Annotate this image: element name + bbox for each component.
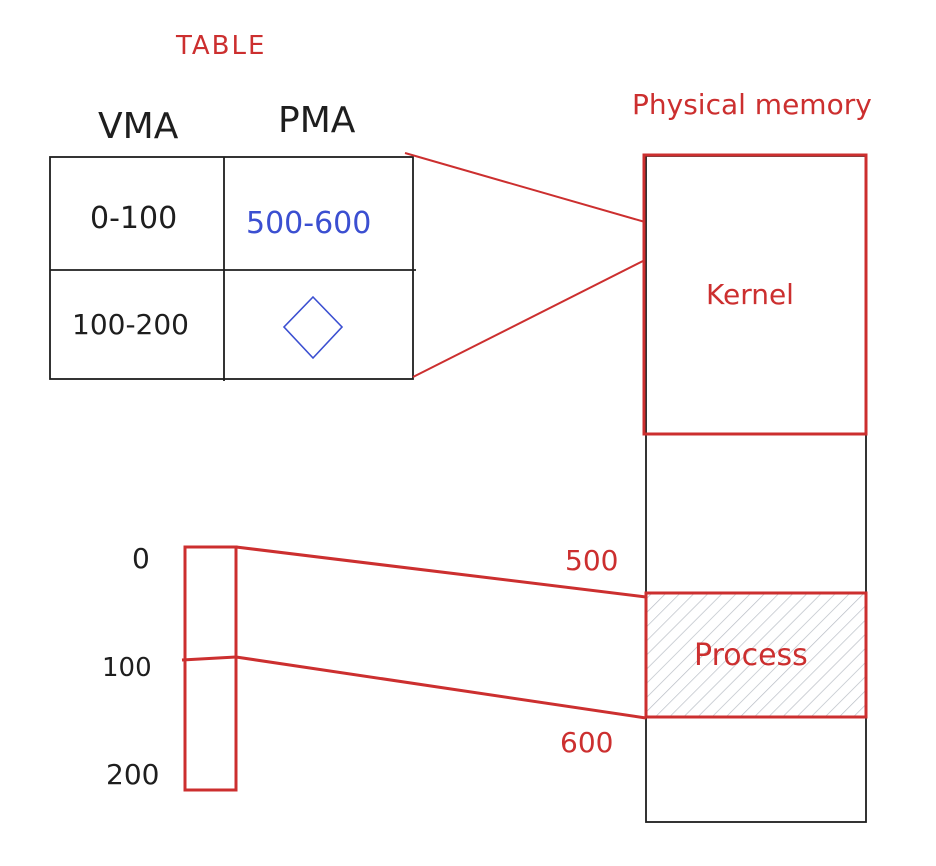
table-header-vma: VMA bbox=[98, 106, 179, 147]
table-title: TABLE bbox=[175, 31, 266, 61]
kernel-region bbox=[642, 153, 868, 436]
process-label: Process bbox=[694, 638, 808, 673]
mapping-table bbox=[49, 156, 416, 381]
table-header-pma: PMA bbox=[278, 100, 356, 141]
marker-500: 500 bbox=[565, 544, 618, 577]
table-cell-vma-row1: 0-100 bbox=[90, 201, 177, 236]
physical-memory-title: Physical memory bbox=[632, 88, 872, 121]
diamond-icon bbox=[282, 295, 344, 360]
kernel-label: Kernel bbox=[706, 278, 794, 311]
virtual-to-process-lines bbox=[235, 545, 647, 720]
physical-memory-column bbox=[642, 153, 868, 823]
virtual-tick-0: 0 bbox=[132, 542, 150, 575]
marker-600: 600 bbox=[560, 726, 613, 759]
table-to-kernel-lines bbox=[404, 152, 646, 378]
virtual-tick-200: 200 bbox=[106, 758, 159, 791]
table-cell-pma-row1: 500-600 bbox=[246, 206, 371, 241]
virtual-memory-bar bbox=[181, 545, 238, 792]
virtual-tick-100: 100 bbox=[102, 653, 152, 683]
table-cell-vma-row2: 100-200 bbox=[72, 308, 189, 341]
process-region bbox=[644, 591, 868, 719]
